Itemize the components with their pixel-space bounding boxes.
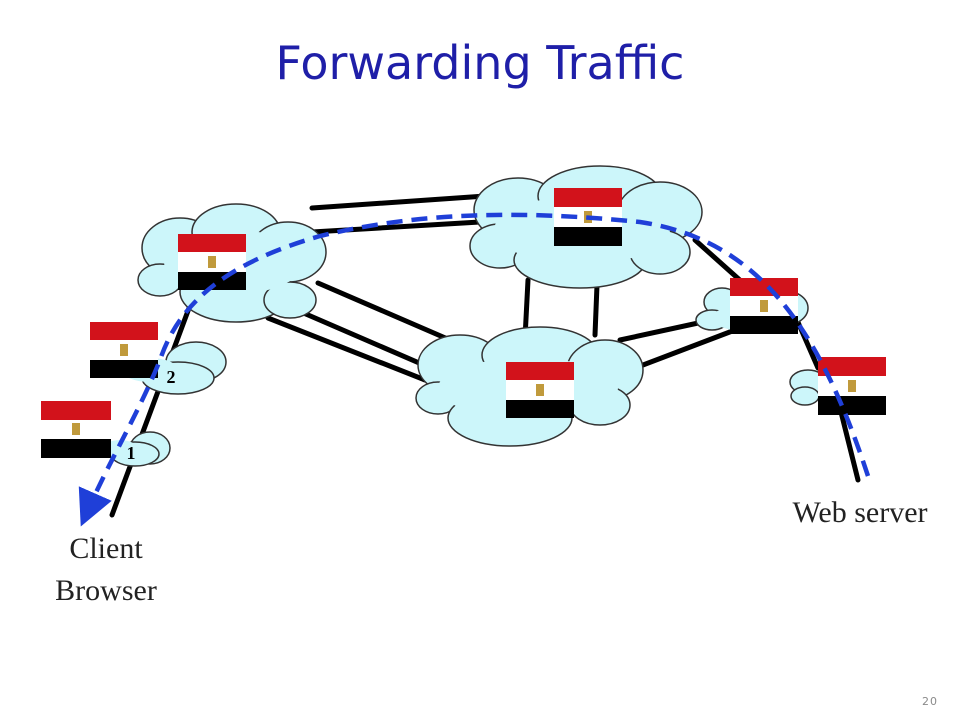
router-flag-server: [818, 357, 886, 415]
link-top-right: [692, 237, 745, 285]
router-flag-client-2: [90, 322, 158, 378]
server-label: Web server: [792, 496, 927, 529]
network-links: [109, 192, 861, 518]
link-left-center-3: [265, 315, 428, 383]
slide-title: Forwarding Traffic: [275, 36, 685, 90]
link-left-top: [309, 192, 503, 211]
link-client-access: [109, 289, 198, 518]
client-label-line-2: Browser: [55, 574, 157, 607]
link-center-right-2: [632, 327, 738, 371]
router-flag-left: [178, 234, 246, 290]
link-left-center-2: [282, 302, 443, 375]
router-flag-center: [506, 362, 574, 418]
clouds: [102, 165, 827, 467]
client-label-line-1: Client: [69, 532, 143, 565]
hop-label-1: 1: [127, 443, 136, 463]
page-number: 20: [922, 695, 938, 708]
link-left-center-1: [315, 280, 453, 343]
routers: [41, 188, 886, 458]
hop-label-2: 2: [167, 367, 176, 387]
router-flag-client-1: [41, 401, 111, 458]
forwarding-path-arrow: [78, 212, 871, 527]
link-top-center-2: [592, 282, 600, 338]
